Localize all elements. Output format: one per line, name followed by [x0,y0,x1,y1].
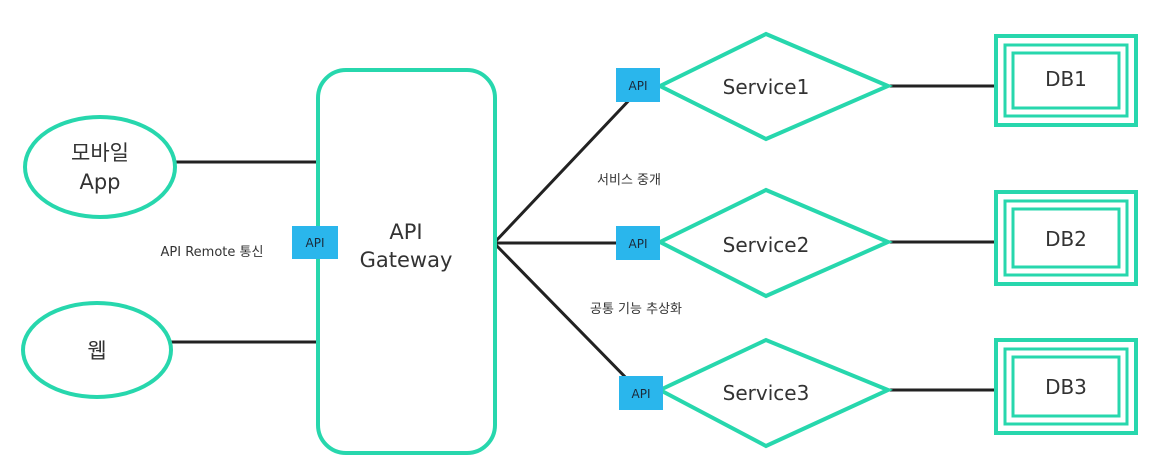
web-label: 웹 [87,339,106,363]
service3-node: Service3 [655,337,894,449]
common-abstraction-label: 공통 기능 추상화 [590,302,682,317]
service3-api-badge: API [619,376,663,410]
service2-api-badge: API [616,226,660,260]
db1-node: DB1 [994,34,1138,127]
service2-label: Service2 [723,233,810,257]
service2-node: Service2 [655,187,894,299]
service1-api-badge: API [616,68,660,102]
service1-node: Service1 [655,31,894,142]
gateway-api-badge-label: API [306,236,325,250]
service1-label: Service1 [723,75,810,99]
gateway-to-service3-line [492,241,636,388]
service3-label: Service3 [723,381,810,405]
db2-label: DB2 [1045,227,1087,251]
mobile-app-label-line1: 모바일 [71,141,129,165]
api-remote-label: API Remote 통신 [161,245,264,260]
gateway-label-line2: Gateway [360,248,453,272]
connectors [168,84,998,392]
db3-node: DB3 [994,338,1138,435]
service2-api-badge-label: API [629,237,648,251]
db1-label: DB1 [1045,67,1087,91]
service-relay-label: 서비스 중개 [597,173,661,188]
gateway-to-service1-line [492,93,636,245]
gateway-api-badge: API [292,226,338,259]
service1-api-badge-label: API [629,79,648,93]
api-gateway-node: API Gateway [316,68,497,455]
db3-label: DB3 [1045,375,1087,399]
service3-api-badge-label: API [632,387,651,401]
web-node: 웹 [21,301,173,399]
mobile-app-node: 모바일 App [23,115,177,219]
gateway-label-line1: API [389,220,422,244]
db2-node: DB2 [994,190,1138,286]
mobile-app-label-line2: App [79,170,120,194]
